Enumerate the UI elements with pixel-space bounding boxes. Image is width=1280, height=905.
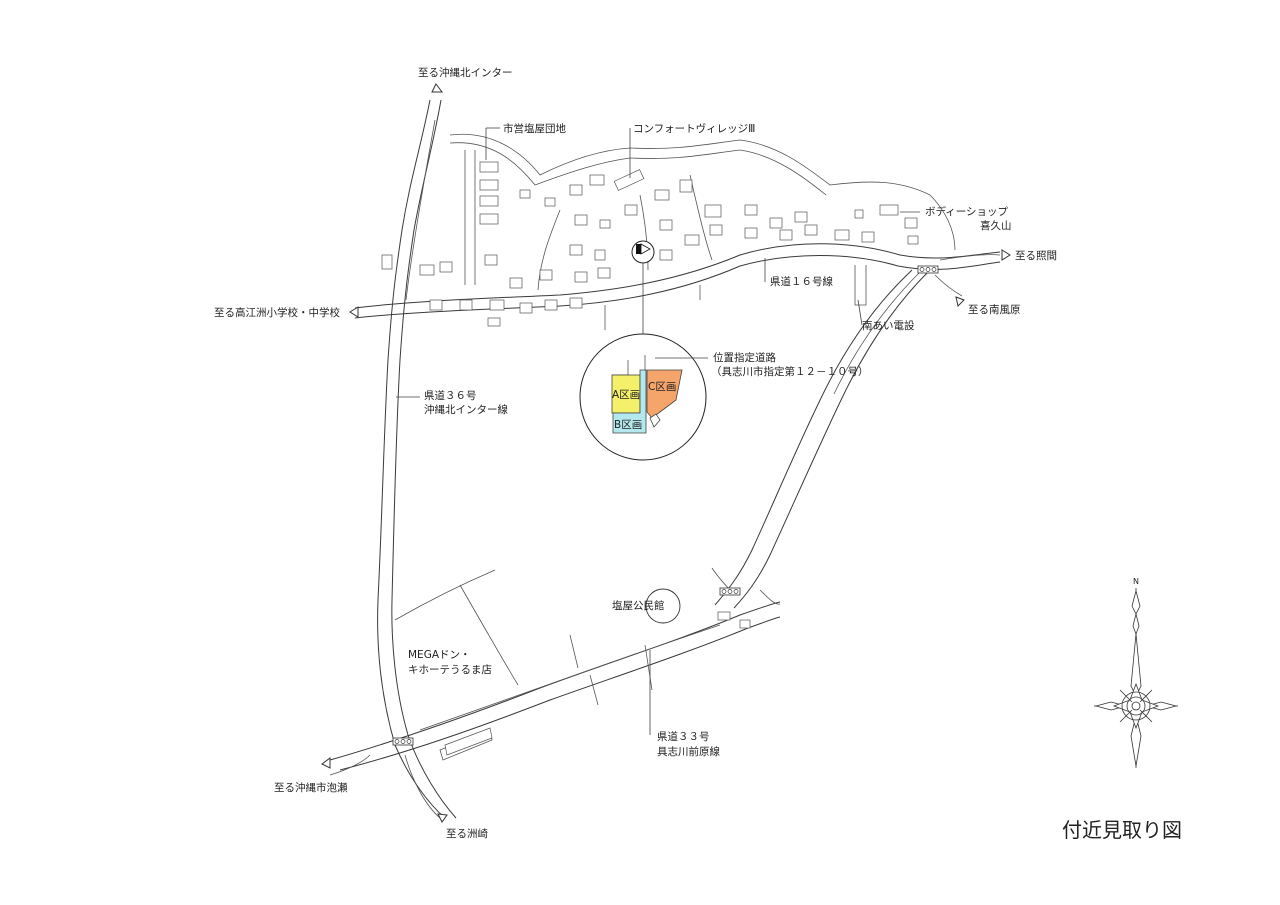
triangle-arrow-icon — [437, 813, 448, 823]
triangle-arrow-icon — [431, 83, 443, 93]
label-body-shop-1: ボディーショップ — [925, 205, 1009, 218]
label-designated-road-1: 位置指定道路 — [713, 351, 776, 364]
label-mega-1: MEGAドン・ — [408, 649, 471, 661]
compass-rose-icon: N — [1094, 577, 1178, 768]
traffic-signal-icon — [719, 587, 741, 596]
label-to-okinawa-kita-ic: 至る沖縄北インター — [418, 66, 513, 79]
lot-c — [646, 369, 683, 419]
detail-inset: A区画 B区画 C区画 — [579, 333, 708, 461]
lot-a-label: A区画 — [612, 389, 640, 401]
label-comfort-village: コンフォートヴィレッジⅢ — [633, 122, 755, 135]
lot-b — [612, 369, 647, 434]
lot-b-label: B区画 — [614, 419, 642, 431]
label-route36-1: 県道３６号 — [424, 389, 477, 402]
leader-lines — [396, 127, 920, 735]
triangle-arrow-icon — [955, 296, 965, 307]
label-route16: 県道１６号線 — [770, 275, 833, 288]
compass-north-label: N — [1133, 577, 1139, 586]
label-to-takaesu-school: 至る高江洲小学校・中学校 — [214, 306, 340, 319]
map-labels: 至る沖縄北インター 市営塩屋団地 コンフォートヴィレッジⅢ ボディーショップ 喜… — [214, 66, 1182, 842]
label-route33-2: 具志川前原線 — [657, 745, 720, 758]
kominkan-marker — [645, 588, 681, 624]
triangle-arrow-icon — [349, 306, 359, 318]
label-route33-1: 県道３３号 — [657, 730, 710, 743]
flag-marker-icon — [636, 243, 651, 255]
label-to-suzaki: 至る洲崎 — [446, 827, 488, 840]
triangle-arrow-icon — [321, 757, 331, 769]
road-network — [329, 99, 1001, 819]
traffic-signal-icon — [392, 737, 414, 746]
buildings — [381, 161, 919, 756]
traffic-signal-icon — [917, 265, 939, 274]
map-title: 付近見取り図 — [1062, 818, 1182, 842]
label-mega-2: キホーテうるま店 — [408, 663, 492, 676]
label-to-teruma: 至る照間 — [1015, 250, 1057, 262]
lot-a — [611, 374, 641, 414]
triangle-arrow-icon — [1001, 249, 1011, 261]
site-marker — [631, 240, 655, 338]
label-kominkan: 塩屋公民館 — [612, 599, 665, 612]
label-nanai-densetsu: 南あい電設 — [862, 319, 915, 332]
label-shiei-danchi: 市営塩屋団地 — [503, 122, 566, 135]
label-body-shop-2: 喜久山 — [980, 219, 1012, 232]
label-to-haebaru: 至る南風原 — [968, 303, 1021, 316]
label-to-ikei: 至る沖縄市泡瀬 — [274, 781, 348, 794]
label-designated-road-2: （具志川市指定第１２－１０号） — [711, 365, 869, 378]
lot-c-label: C区画 — [648, 381, 676, 393]
label-route36-2: 沖縄北インター線 — [424, 403, 508, 416]
